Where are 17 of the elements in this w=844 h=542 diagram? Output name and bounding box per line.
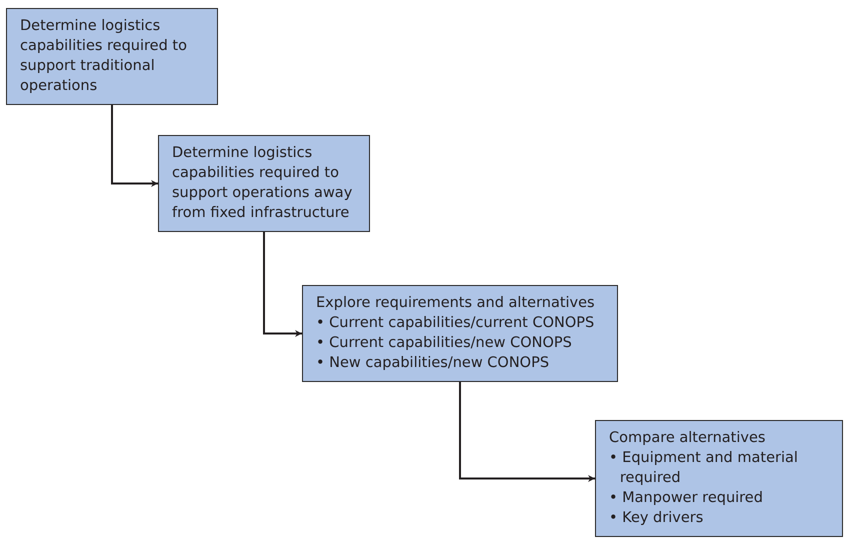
process-box bbox=[595, 420, 843, 537]
box-text: Determine logistics capabilities required to support traditional operations bbox=[20, 17, 188, 96]
bullet-item: • Manpower required bbox=[609, 489, 764, 508]
arrow bbox=[263, 232, 302, 337]
bullet-item: • New capabilities/new CONOPS bbox=[316, 354, 550, 373]
arrow bbox=[111, 105, 158, 187]
arrow bbox=[459, 382, 595, 482]
bullet-item: • Current capabilities/new CONOPS bbox=[316, 334, 573, 353]
bullet-item: • Equipment and material required bbox=[609, 449, 799, 488]
box-text: Compare alternatives bbox=[609, 429, 766, 448]
bullet-item: • Current capabilities/current CONOPS bbox=[316, 314, 596, 333]
box-text: Explore requirements and alternatives bbox=[316, 294, 596, 313]
process-box bbox=[158, 135, 370, 232]
process-box bbox=[6, 8, 218, 105]
box-text: Determine logistics capabilities required to support operations away from fixed infrastructure bbox=[172, 144, 354, 223]
process-box bbox=[302, 285, 618, 382]
bullet-item: • Key drivers bbox=[609, 509, 704, 528]
